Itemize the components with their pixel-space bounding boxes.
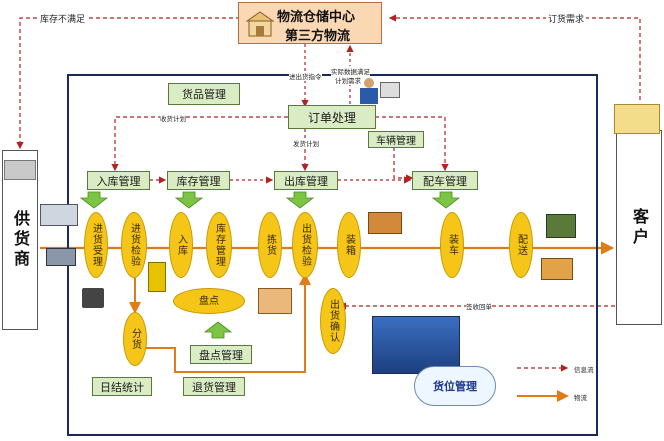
forklift-icon: [148, 262, 166, 292]
stock-management-box: 库存管理: [167, 171, 230, 190]
location-management-label: 货位管理: [433, 380, 477, 393]
outbound-management-box: 出库管理: [274, 171, 338, 190]
legend-info-flow-label: 信息流: [574, 366, 594, 374]
receipt-return-label: 签收回单: [466, 301, 492, 311]
receive-plan-label: 收货计划: [160, 113, 186, 123]
process-ship-confirm: 出货确认: [320, 288, 346, 354]
boxes-icon: [368, 212, 402, 234]
operator-icon: [358, 76, 404, 106]
inbound-management-box: 入库管理: [87, 171, 150, 190]
center-title: 物流仓储中心: [277, 10, 356, 25]
returns-management-box: 退货管理: [183, 377, 245, 396]
ship-command-label: 进出货指令: [289, 71, 322, 81]
process-receive-inspection: 进货检验: [121, 212, 147, 278]
customer-building-icon: [614, 104, 660, 134]
location-management-cloud: 货位管理: [414, 366, 496, 406]
process-warehouse-in: 入库: [169, 212, 193, 278]
logistics-center-box: 物流仓储中心 第三方物流: [238, 2, 382, 44]
flow-label-order-demand: 订货需求: [546, 12, 587, 25]
process-picking: 拣货: [258, 212, 282, 278]
goods-management-box: 货品管理: [168, 83, 240, 105]
supplier-box: 供货商: [2, 150, 38, 330]
legend-material-flow-label: 物流: [574, 394, 587, 402]
warehouse-icon: [245, 11, 275, 37]
printer-icon: [82, 288, 104, 308]
process-storage: 库存管理: [206, 212, 232, 278]
supplier-label: 供货商: [11, 210, 30, 270]
process-packing: 装箱: [337, 212, 361, 278]
customer-box: 客户: [616, 130, 662, 325]
flow-label-stock-insufficient: 库存不满足: [38, 12, 88, 25]
truck-icon: [40, 204, 78, 226]
ship-plan-label: 发货计划: [293, 138, 319, 148]
stocktake-management-box: 盘点管理: [190, 345, 252, 364]
worker-icon: [258, 288, 292, 314]
process-loading: 装车: [440, 212, 464, 278]
actual-data-label-1: 实际数据满足: [331, 66, 370, 76]
daily-stats-box: 日结统计: [92, 377, 152, 396]
shelf-image: [372, 316, 460, 374]
order-processing-box: 订单处理: [288, 105, 376, 129]
supplier-building-icon: [4, 160, 36, 180]
dispatch-management-box: 配车管理: [412, 171, 478, 190]
process-sorting: 分货: [123, 312, 147, 366]
cargo-boxes-icon: [541, 258, 573, 280]
center-subtitle: 第三方物流: [285, 29, 351, 44]
process-receive-acceptance: 进货受理: [84, 212, 108, 278]
process-ship-inspection: 出货检验: [292, 212, 318, 278]
process-delivery: 配送: [509, 212, 533, 278]
delivery-truck-icon: [546, 214, 576, 238]
truck-icon: [46, 248, 76, 266]
customer-label: 客户: [630, 207, 649, 248]
actual-data-label-2: 计划需求: [335, 75, 361, 85]
process-stocktake: 盘点: [173, 288, 245, 314]
vehicle-management-box: 车辆管理: [368, 131, 424, 148]
